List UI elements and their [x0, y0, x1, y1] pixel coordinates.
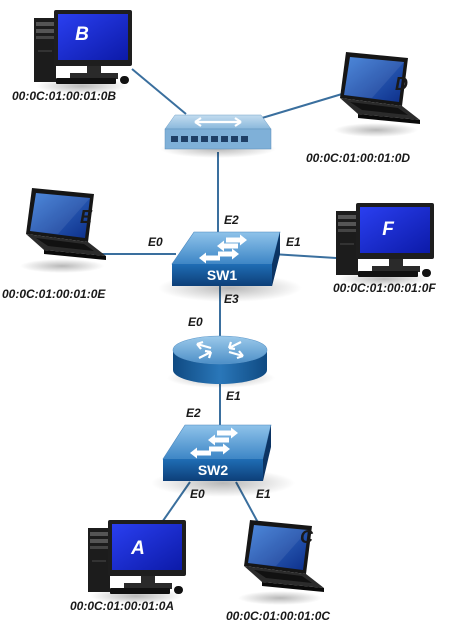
sw1-name: SW1	[207, 267, 238, 283]
sw1-port-e2: E2	[224, 213, 239, 227]
mac-d: 00:0C:01:00:01:0D	[306, 151, 410, 165]
sw2-port-e1: E1	[256, 487, 271, 501]
mac-f: 00:0C:01:00:01:0F	[333, 281, 436, 295]
mac-c: 00:0C:01:00:01:0C	[226, 609, 330, 623]
host-a-letter: A	[130, 538, 145, 559]
host-c-letter: C	[300, 527, 314, 547]
link-d-hub	[261, 93, 343, 119]
sw2-port-e2: E2	[186, 406, 201, 420]
desktop-a: A	[88, 520, 186, 604]
desktop-b: B	[34, 10, 132, 94]
laptop-d	[334, 52, 420, 137]
sw1-port-e0: E0	[148, 235, 163, 249]
switch-sw1: SW1	[158, 231, 302, 302]
host-d-letter: D	[395, 74, 408, 94]
hub	[160, 114, 276, 158]
link-sw1-f	[271, 253, 337, 259]
sw2-port-e0: E0	[190, 487, 205, 501]
mac-b: 00:0C:01:00:01:0B	[12, 89, 116, 103]
host-f-letter: F	[382, 219, 395, 240]
sw1-port-e1: E1	[286, 235, 301, 249]
host-b-letter: B	[75, 24, 89, 45]
switch-sw2: SW2	[151, 424, 295, 497]
router	[167, 335, 275, 388]
mac-e: 00:0C:01:00:01:0E	[2, 287, 106, 301]
mac-a: 00:0C:01:00:01:0A	[70, 599, 174, 613]
sw2-name: SW2	[198, 462, 229, 478]
router-port-e1: E1	[226, 389, 241, 403]
link-b-hub	[131, 68, 187, 115]
desktop-f: F	[336, 203, 434, 287]
host-e-letter: E	[80, 207, 93, 227]
laptop-e	[20, 188, 106, 273]
router-port-e0: E0	[188, 315, 203, 329]
sw1-port-e3: E3	[224, 292, 239, 306]
